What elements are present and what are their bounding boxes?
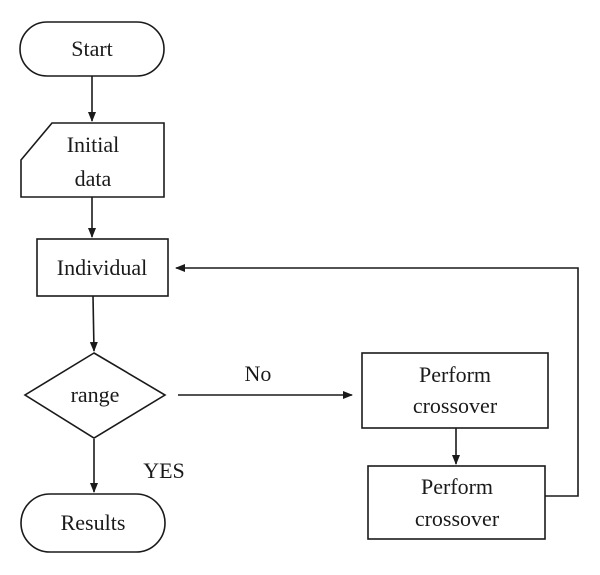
initial-data-label-line1: Initial [67, 132, 120, 157]
range-diamond [23, 352, 167, 439]
results-node: Results [20, 493, 166, 553]
arrow-feedback-to-individual [175, 264, 579, 497]
initial-data-label-line2: data [75, 166, 112, 191]
crossover-box-1 [361, 352, 549, 429]
start-terminator [19, 21, 165, 77]
crossover-2-label-line2: crossover [415, 506, 500, 531]
crossover-node-2: Perform crossover [367, 465, 546, 540]
crossover-node-1: Perform crossover [361, 352, 549, 429]
arrow-individual-to-range [89, 295, 98, 352]
no-edge-label: No [245, 361, 272, 386]
range-label: range [71, 382, 120, 407]
range-decision-node: range [23, 352, 167, 439]
yes-edge-label: YES [143, 458, 185, 483]
start-label: Start [71, 36, 113, 61]
results-label: Results [61, 510, 126, 535]
initial-data-node: Initial data [20, 122, 165, 198]
start-node: Start [19, 21, 165, 77]
crossover-1-label-line2: crossover [413, 393, 498, 418]
crossover-box-2 [367, 465, 546, 540]
crossover-2-label-line1: Perform [421, 474, 493, 499]
individual-box [36, 238, 169, 297]
results-terminator [20, 493, 166, 553]
initial-data-shape [20, 122, 165, 198]
individual-label: Individual [57, 255, 147, 280]
individual-node: Individual [36, 238, 169, 297]
crossover-1-label-line1: Perform [419, 362, 491, 387]
